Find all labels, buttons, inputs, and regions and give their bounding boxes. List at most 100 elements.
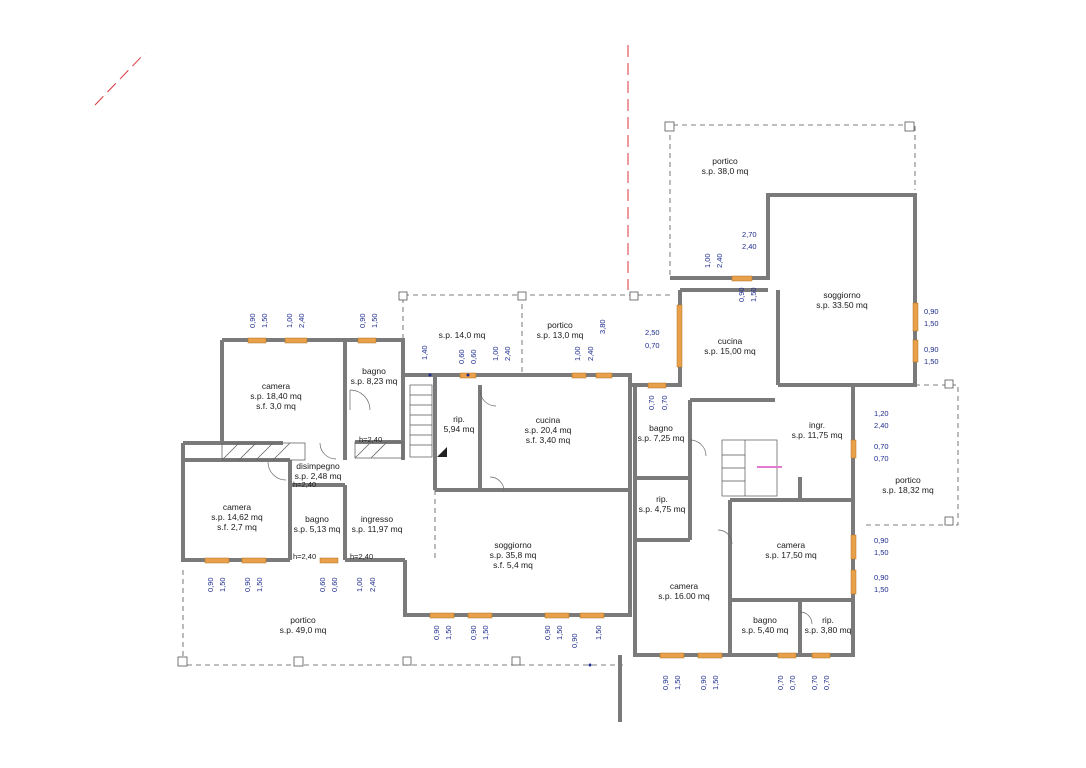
room-name: portico — [290, 615, 316, 625]
dim-label: 0,70 — [788, 675, 797, 690]
room-bagno-w: bagno s.p. 5,13 mq — [294, 514, 341, 534]
room-area: s.p. 18,32 mq — [882, 485, 934, 495]
room-area: s.p. 5,13 mq — [293, 524, 341, 534]
dim-label: 2,40 — [586, 346, 595, 361]
room-area: 5,94 mq — [443, 424, 475, 434]
dim-label: 2,40 — [742, 242, 757, 251]
dim-label: 2,70 — [742, 230, 757, 239]
dim-label: 0,70 — [645, 341, 660, 350]
room-name: rip. — [656, 494, 668, 504]
room-name: bagno — [649, 423, 673, 433]
room-name: soggiorno — [823, 290, 861, 300]
dim-label: 1,50 — [874, 585, 889, 594]
dim-label: 0,90 — [737, 287, 746, 302]
dim-label: 1,00 — [573, 346, 582, 361]
dim-label: 0,90 — [874, 536, 889, 545]
dim-label: 1,50 — [924, 357, 939, 366]
room-portico-mid: portico s.p. 13,0 mq — [537, 320, 584, 340]
dim-label: 2,40 — [874, 421, 889, 430]
dim-label: 1,50 — [711, 675, 720, 690]
dim-label: 1,50 — [874, 548, 889, 557]
dim-label: 1,00 — [355, 577, 364, 592]
room-cucina-center: cucina s.p. 20,4 mq s.f. 3,40 mq — [525, 415, 572, 445]
room-area: s.p. 15,00 mq — [704, 346, 756, 356]
dim-label: 1,50 — [594, 625, 603, 640]
dim-label: 1,00 — [703, 253, 712, 268]
room-soggiorno-center: soggiorno s.p. 35,8 mq s.f. 5,4 mq — [490, 540, 537, 570]
room-area: s.p. 35,8 mq — [489, 550, 537, 560]
windows — [204, 275, 919, 659]
room-name: ingresso — [360, 514, 394, 524]
markers — [428, 373, 592, 667]
room-portico-top: portico s.p. 38,0 mq — [702, 156, 749, 176]
dim-label: 1,50 — [260, 313, 269, 328]
room-name: portico — [895, 475, 921, 485]
room-name: camera — [669, 581, 699, 591]
room-portico-bottom: portico s.p. 49,0 mq — [280, 615, 327, 635]
room-name: camera — [261, 381, 291, 391]
room-area: s.p. 8,23 mq — [350, 376, 398, 386]
room-area: s.p. 17,50 mq — [765, 550, 817, 560]
porch-pillars — [177, 121, 954, 667]
height-note: h=2,40 — [293, 480, 317, 489]
dim-label: 0,90 — [699, 675, 708, 690]
dim-label: 3,80 — [598, 319, 607, 334]
room-area: s.p. 38,0 mq — [701, 166, 749, 176]
room-area: s.p. 20,4 mq — [524, 425, 572, 435]
dim-label: 1,00 — [491, 346, 500, 361]
dim-label: 1,40 — [420, 345, 429, 360]
room-portico-right: portico s.p. 18,32 mq — [882, 475, 934, 495]
dim-label: 1,50 — [673, 675, 682, 690]
dim-label: 1,50 — [444, 625, 453, 640]
dim-label: 1,50 — [370, 313, 379, 328]
room-sf: s.f. 3,40 mq — [525, 435, 571, 445]
room-cucina-right: cucina s.p. 15,00 mq — [704, 336, 756, 356]
dim-label: 0,60 — [469, 349, 478, 364]
dim-label: 2,40 — [297, 313, 306, 328]
room-area: s.p. 2,48 mq — [294, 471, 342, 481]
room-camera-nw: camera s.p. 18,40 mq s.f. 3,0 mq — [250, 381, 302, 411]
room-area: s.p. 33.50 mq — [816, 300, 868, 310]
dim-label: 0,70 — [874, 442, 889, 451]
room-name: soggiorno — [494, 540, 532, 550]
room-sf: s.f. 3,0 mq — [256, 401, 296, 411]
room-name: cucina — [535, 415, 561, 425]
room-ingresso: ingresso s.p. 11,97 mq — [352, 514, 403, 534]
room-area: s.p. 14,0 mq — [438, 330, 486, 340]
height-note: h=2,40 — [359, 435, 383, 444]
room-area: s.p. 13,0 mq — [536, 330, 584, 340]
room-sp-14: s.p. 14,0 mq — [439, 330, 486, 340]
reference-lines — [94, 45, 629, 290]
room-area: s.p. 49,0 mq — [279, 625, 327, 635]
room-sf: s.f. 2,7 mq — [217, 522, 257, 532]
dim-label: 1,50 — [749, 287, 758, 302]
room-name: bagno — [362, 366, 386, 376]
room-soggiorno-right: soggiorno s.p. 33.50 mq — [816, 290, 868, 310]
room-bagno-center-right: bagno s.p. 7,25 mq — [638, 423, 685, 443]
dim-label: 0,90 — [924, 345, 939, 354]
height-note: h=2,40 — [350, 552, 374, 561]
room-disimpegno: disimpegno s.p. 2,48 mq — [295, 461, 342, 481]
room-area: s.p. 11,75 mq — [791, 430, 843, 440]
dim-label: 0,60 — [318, 577, 327, 592]
dim-label: 1,50 — [555, 625, 564, 640]
dim-label: 0,90 — [206, 577, 215, 592]
dim-label: 0,70 — [810, 675, 819, 690]
room-bagno-540: bagno s.p. 5,40 mq — [742, 615, 789, 635]
dim-label: 0,70 — [647, 395, 656, 410]
dim-label: 0,90 — [469, 625, 478, 640]
dim-label: 0,90 — [924, 307, 939, 316]
room-area: s.p. 11,97 mq — [351, 524, 403, 534]
height-note: h=2,40 — [293, 552, 317, 561]
dim-label: 2,50 — [645, 328, 660, 337]
room-name: camera — [776, 540, 806, 550]
room-area: s.p. 7,25 mq — [637, 433, 685, 443]
room-area: s.p. 18,40 mq — [250, 391, 302, 401]
walls — [181, 193, 917, 722]
room-name: portico — [547, 320, 573, 330]
room-rip-center: rip. 5,94 mq — [444, 414, 475, 434]
room-ingr: ingr. s.p. 11,75 mq — [792, 420, 843, 440]
dim-label: 2,40 — [715, 253, 724, 268]
dim-label: 0,70 — [776, 675, 785, 690]
